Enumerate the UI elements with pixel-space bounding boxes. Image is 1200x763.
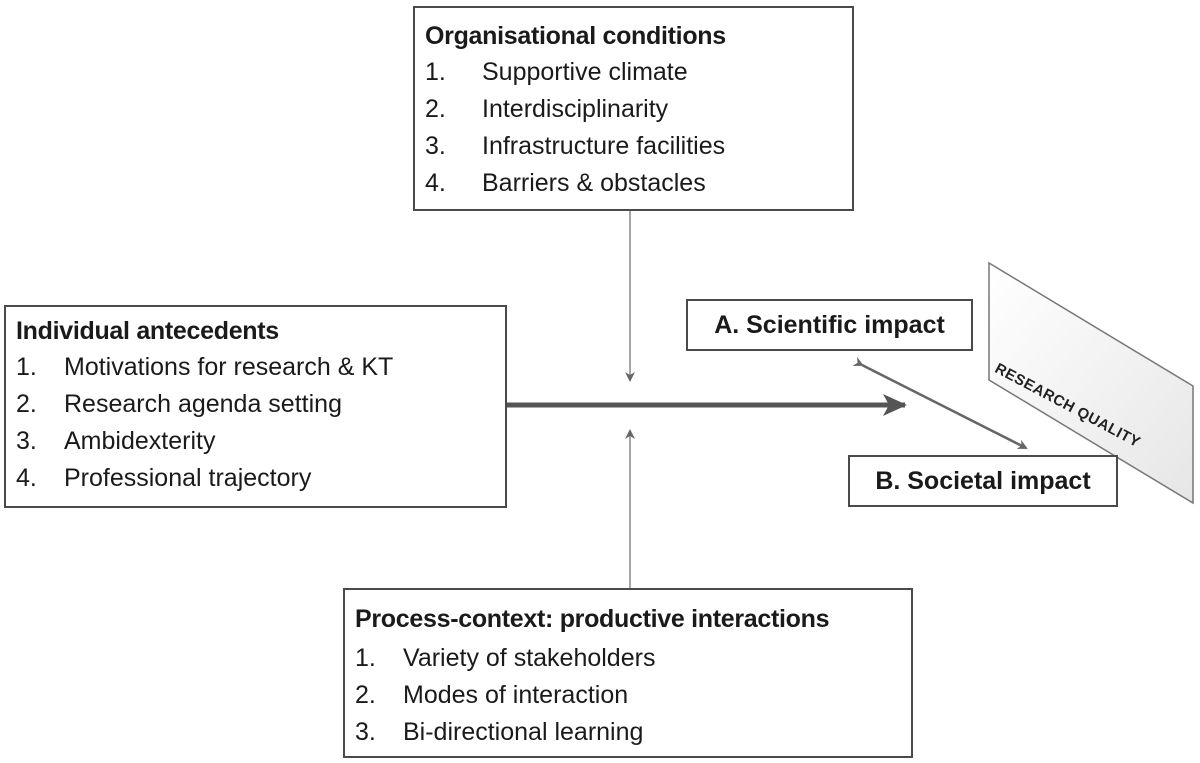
list-item: 1.Supportive climate [425,58,688,86]
list-item: 3.Ambidexterity [16,427,216,455]
list-item: 3.Infrastructure facilities [425,132,726,160]
process-context-box: Process-context: productive interactions… [343,588,913,758]
arrow-impact-link [852,356,1028,450]
individual-list: 1.Motivations for research & KT 2.Resear… [16,349,495,497]
research-quality-panel [988,261,1194,505]
list-item: 2.Modes of interaction [355,681,629,709]
list-item: 3.Bi-directional learning [355,718,644,746]
list-item: 1.Motivations for research & KT [16,353,394,381]
process-title: Process-context: productive interactions [355,605,830,633]
individual-antecedents-box: Individual antecedents 1.Motivations for… [4,305,507,508]
list-item: 4.Professional trajectory [16,464,312,492]
organisational-list: 1.Supportive climate 2.Interdisciplinari… [425,54,842,202]
organisational-conditions-box: Organisational conditions 1.Supportive c… [413,6,854,211]
list-item: 4.Barriers & obstacles [425,169,706,197]
scientific-impact-box: A. Scientific impact [686,299,973,351]
list-item: 2.Interdisciplinarity [425,95,669,123]
societal-impact-box: B. Societal impact [848,455,1118,507]
process-list: 1.Variety of stakeholders 2.Modes of int… [355,640,901,751]
individual-title: Individual antecedents [16,317,279,345]
list-item: 2.Research agenda setting [16,390,342,418]
organisational-title: Organisational conditions [425,22,726,50]
list-item: 1.Variety of stakeholders [355,644,656,672]
